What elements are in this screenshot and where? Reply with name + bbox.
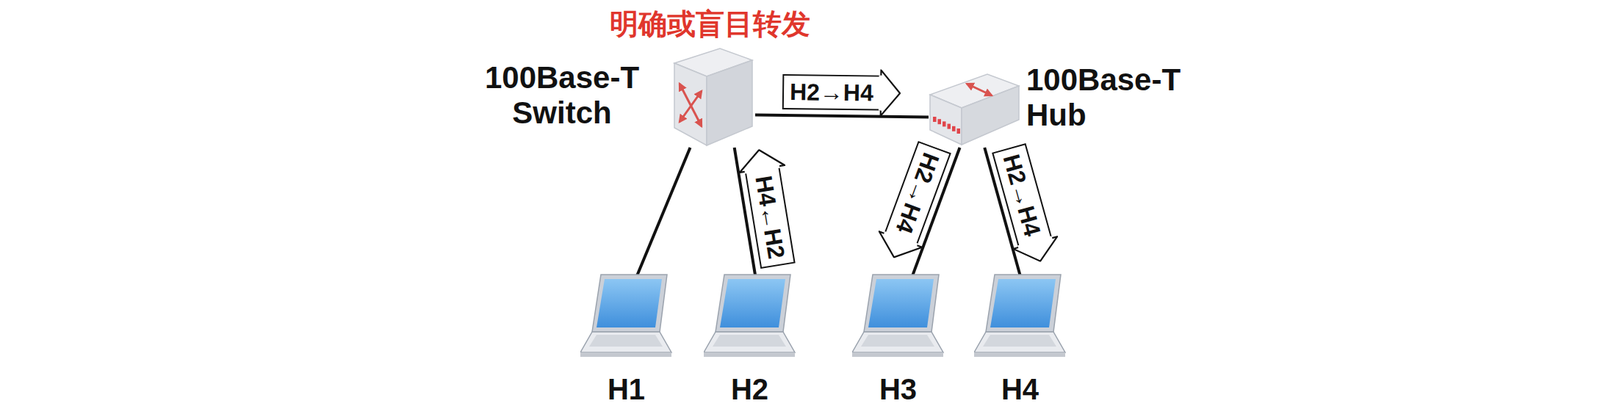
host-node: H2 bbox=[703, 273, 796, 363]
host-node: H1 bbox=[580, 273, 673, 363]
host-laptop bbox=[703, 273, 796, 363]
hub-icon bbox=[928, 71, 1021, 148]
host-name: H2 bbox=[689, 372, 811, 407]
host-laptop bbox=[974, 273, 1066, 363]
switch-node: 100Base-T Switch bbox=[668, 45, 756, 148]
host-name: H3 bbox=[837, 372, 959, 407]
switch-icon bbox=[668, 45, 756, 148]
host-laptop bbox=[580, 273, 673, 363]
host-name: H4 bbox=[959, 372, 1081, 407]
device-label: 100Base-T Hub bbox=[1026, 62, 1210, 134]
network-link bbox=[755, 115, 929, 118]
hollow-arrow-head bbox=[735, 145, 786, 175]
frame-flow-label: H2→H4 bbox=[782, 74, 881, 111]
host-name: H1 bbox=[565, 372, 687, 407]
frame-flow-label: H4←H2 bbox=[744, 166, 795, 269]
frame-flow-label: H2→H4 bbox=[883, 141, 952, 246]
hub-node: 100Base-T Hub bbox=[928, 71, 1021, 148]
diagram-title: 明确或盲目转发 bbox=[609, 4, 811, 45]
device-label: 100Base-T Switch bbox=[470, 60, 654, 132]
hollow-arrow-head bbox=[871, 229, 924, 266]
hollow-arrow-head bbox=[878, 69, 902, 117]
host-laptop bbox=[852, 273, 944, 363]
host-node: H4 bbox=[974, 273, 1066, 363]
hollow-arrow-head bbox=[1012, 234, 1064, 269]
host-node: H3 bbox=[852, 273, 944, 363]
network-link bbox=[637, 147, 691, 275]
frame-flow-label: H2→H4 bbox=[991, 143, 1052, 248]
